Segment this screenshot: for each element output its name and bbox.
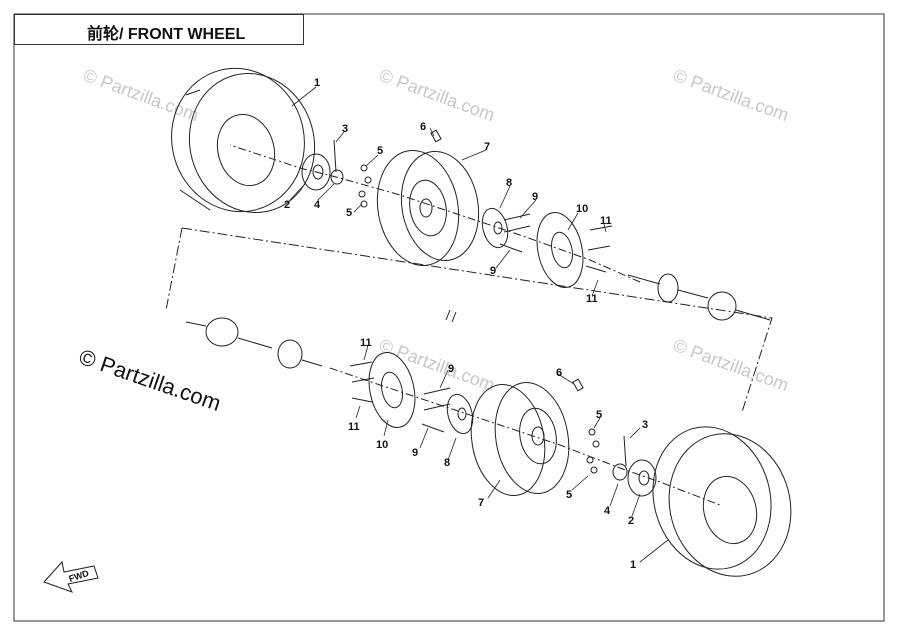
callout-9-bottom-a: 9 (448, 363, 454, 375)
top-hub (481, 207, 509, 249)
top-tire (171, 67, 316, 213)
callout-10-top: 10 (576, 203, 588, 215)
top-rim (376, 149, 480, 267)
bottom-disc-bolts (349, 361, 375, 403)
callout-11-top-a: 11 (600, 215, 612, 227)
callout-11-bottom-a: 11 (360, 337, 372, 349)
callout-9-top-a: 9 (532, 191, 538, 203)
top-valve (430, 129, 442, 143)
callout-1-bottom: 1 (630, 559, 636, 571)
bottom-brake-disc (368, 352, 416, 428)
callout-7-top: 7 (484, 141, 490, 153)
callout-6-bottom: 6 (556, 367, 562, 379)
callout-5-top-a: 5 (377, 145, 383, 157)
callout-10-bottom: 10 (376, 439, 388, 451)
callout-4-bottom: 4 (604, 505, 611, 517)
title-box: 前轮/ FRONT WHEEL (14, 14, 304, 45)
top-castle-nut (330, 169, 344, 185)
callout-5-bottom-b: 5 (566, 489, 572, 501)
top-brake-disc (536, 212, 584, 288)
bottom-axis-line (329, 367, 721, 506)
watermark-2: © Partzilla.com (377, 65, 498, 125)
callout-11-bottom-b: 11 (348, 421, 360, 433)
bottom-studs (421, 387, 451, 433)
watermarks: © Partzilla.com © Partzilla.com © Partzi… (81, 65, 792, 395)
link-box (165, 227, 773, 413)
bottom-castle-nut (612, 463, 628, 481)
bottom-drive-shaft (185, 317, 323, 369)
callout-1-top: 1 (314, 77, 320, 89)
callout-8-top: 8 (506, 177, 512, 189)
top-hub-cap (301, 153, 331, 191)
break-mark (445, 309, 457, 323)
bottom-lug-nuts (586, 428, 600, 474)
callout-8-bottom: 8 (444, 457, 450, 469)
bottom-valve (572, 378, 584, 392)
top-drive-shaft (627, 273, 771, 321)
watermark-5: © Partzilla.com (377, 335, 498, 395)
callout-2-top: 2 (284, 199, 290, 211)
bottom-hub-cap (627, 459, 657, 497)
callout-6-top: 6 (420, 121, 426, 133)
callout-9-top-b: 9 (490, 265, 496, 277)
top-disc-bolts (585, 225, 613, 273)
bottom-cotter-pin (623, 435, 627, 467)
callout-2-bottom: 2 (628, 515, 634, 527)
page-title: 前轮/ FRONT WHEEL (87, 26, 246, 43)
watermark-3: © Partzilla.com (671, 65, 792, 125)
watermark-1: © Partzilla.com (81, 65, 202, 125)
callout-4-top: 4 (314, 199, 321, 211)
callout-3-top: 3 (342, 123, 348, 135)
callout-7-bottom: 7 (478, 497, 484, 509)
bottom-tire (652, 426, 792, 577)
bottom-hub (446, 393, 474, 435)
callout-5-top-b: 5 (346, 207, 352, 219)
callouts: 1 3 2 4 5 5 6 7 8 9 9 10 11 11 11 11 10 … (284, 77, 648, 571)
top-cotter-pin (333, 139, 337, 173)
leader-lines (289, 86, 669, 563)
callout-9-bottom-b: 9 (412, 447, 418, 459)
watermark-4: © Partzilla.com (671, 335, 792, 395)
page-border (13, 13, 885, 622)
callout-5-bottom-a: 5 (596, 409, 602, 421)
callout-11-top-b: 11 (586, 293, 598, 305)
top-axis-line (229, 144, 641, 283)
top-studs (499, 213, 531, 253)
callout-3-bottom: 3 (642, 419, 648, 431)
fwd-arrow-icon: FWD (43, 560, 99, 593)
top-lug-nuts (358, 164, 372, 208)
bottom-rim (470, 381, 570, 497)
